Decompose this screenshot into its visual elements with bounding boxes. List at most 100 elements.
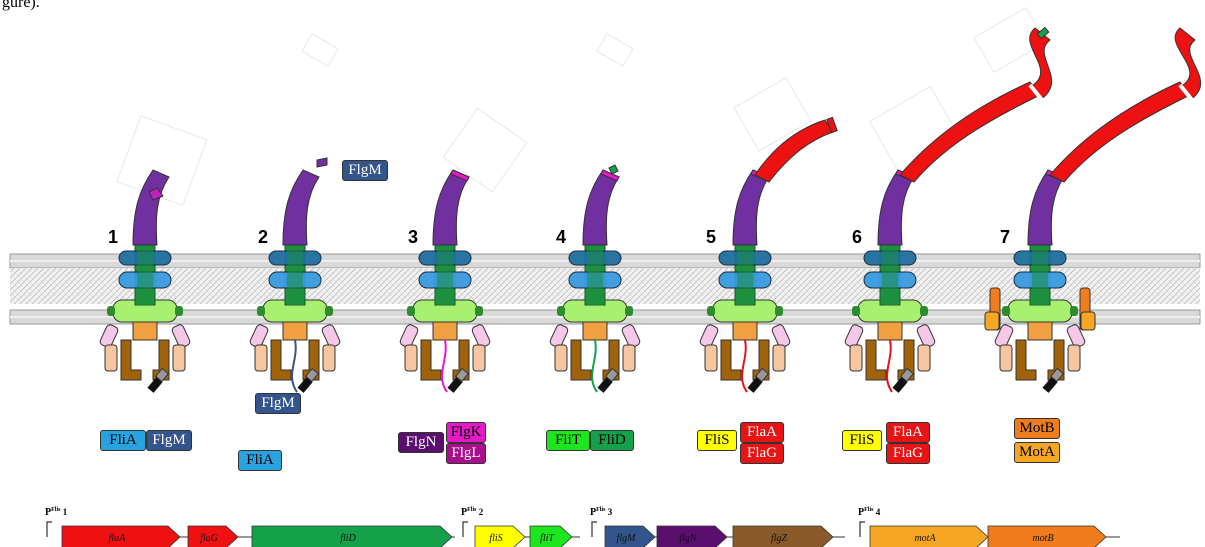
protein-label-flgn: FlgN <box>398 432 444 453</box>
atpase <box>447 377 463 393</box>
protein-label-flag: FlaG <box>886 443 930 464</box>
c-ring-right <box>1066 324 1086 348</box>
hook <box>132 169 170 246</box>
ms-ring-edge <box>707 306 715 316</box>
protein-label-flgm: FlgM <box>146 430 192 451</box>
caption-fragment: gure). <box>2 0 40 11</box>
c-ring-left <box>994 324 1014 348</box>
gene-label-fliS: fliS <box>489 533 502 544</box>
ms-ring-edge <box>625 306 633 316</box>
rod-overlay <box>737 245 753 305</box>
ms-ring-edge <box>852 306 860 316</box>
secreted-substrate <box>441 339 448 393</box>
gene-label-flaG: flaG <box>200 533 218 544</box>
protein-label-flia: FliA <box>238 450 282 471</box>
gene-flgM <box>604 525 656 547</box>
released-cap <box>316 157 328 168</box>
promoter-label: PFlis 1 <box>45 507 68 518</box>
atpase-cap <box>605 367 619 383</box>
promoter-arrow <box>46 521 52 537</box>
fliN-right <box>472 344 486 372</box>
flhA-left <box>1015 339 1037 381</box>
hook <box>432 169 470 246</box>
secreted-substrate <box>291 339 298 393</box>
flhA-right <box>602 339 620 381</box>
protein-label-motb: MotB <box>1014 418 1060 439</box>
break-mark <box>1028 83 1044 102</box>
export-gate <box>282 321 308 341</box>
protein-label-flit: FliT <box>546 430 590 451</box>
c-ring-right <box>771 324 791 348</box>
gene-label-motB: motB <box>1032 533 1053 544</box>
ms-ring-edge <box>325 306 333 316</box>
ms-ring-edge <box>175 306 183 316</box>
promoter-label: PFlis 4 <box>858 507 881 518</box>
stage-number-6: 6 <box>852 227 863 247</box>
fliD-cap <box>608 164 619 175</box>
filament <box>1049 81 1191 183</box>
flhA-right <box>302 339 320 381</box>
rod-overlay <box>1032 245 1048 305</box>
fliN-right <box>772 344 786 372</box>
atpase <box>892 377 908 393</box>
ms-ring-edge <box>557 306 565 316</box>
fliN-left <box>999 344 1013 372</box>
export-gate <box>582 321 608 341</box>
gene-fliT <box>529 525 573 547</box>
c-ring-right <box>916 324 936 348</box>
motor-stage-1 <box>99 169 191 393</box>
rod-overlay <box>137 245 153 305</box>
ms-ring-edge <box>107 306 115 316</box>
c-ring-left <box>699 324 719 348</box>
fliN-left <box>554 344 568 372</box>
filament-distal <box>1174 27 1202 101</box>
flhA-left <box>570 339 592 381</box>
ms-ring-edge <box>775 306 783 316</box>
protein-label-flaa: FlaA <box>886 422 930 443</box>
flhA-left <box>720 339 742 381</box>
junction-proteins <box>450 169 470 182</box>
atpase <box>597 377 613 393</box>
fliN-left <box>254 344 268 372</box>
stage-number-1: 1 <box>108 227 119 247</box>
flhA-right <box>1047 339 1065 381</box>
fliN-left <box>849 344 863 372</box>
flhA-right <box>897 339 915 381</box>
atpase-cap <box>755 367 769 383</box>
rod-overlay <box>882 245 898 305</box>
stage-number-5: 5 <box>706 227 717 247</box>
c-ring-left <box>549 324 569 348</box>
ms-ring-edge <box>257 306 265 316</box>
c-ring-right <box>471 324 491 348</box>
export-gate <box>132 321 158 341</box>
hook <box>582 169 620 246</box>
motor-stage-6 <box>844 26 1053 393</box>
c-ring-right <box>621 324 641 348</box>
flhA-right <box>452 339 470 381</box>
protein-label-flgm: FlgM <box>255 393 301 414</box>
protein-label-flgk: FlgK <box>446 422 486 443</box>
atpase-cap <box>155 367 169 383</box>
gene-flaA <box>61 525 181 547</box>
gene-fliS <box>474 525 526 547</box>
protein-label-flag: FlaG <box>740 443 784 464</box>
gene-label-fliD: fliD <box>340 533 356 544</box>
background-sketch <box>116 6 1047 207</box>
fliN-right <box>1067 344 1081 372</box>
motor-stage-5 <box>699 116 838 393</box>
hook <box>282 169 320 246</box>
promoter-arrow <box>462 521 468 537</box>
stage-number-7: 7 <box>1000 227 1011 247</box>
atpase-cap <box>305 367 319 383</box>
hook <box>1027 169 1065 246</box>
protein-label-flaa: FlaA <box>740 422 784 443</box>
atpase-cap <box>1050 367 1064 383</box>
c-ring-left <box>249 324 269 348</box>
atpase <box>747 377 763 393</box>
filament-distal <box>1029 27 1053 101</box>
gene-label-flaA: flaA <box>109 533 127 544</box>
motor-stage-7 <box>984 27 1202 393</box>
c-ring-right <box>171 324 191 348</box>
promoter-arrow <box>591 521 597 537</box>
